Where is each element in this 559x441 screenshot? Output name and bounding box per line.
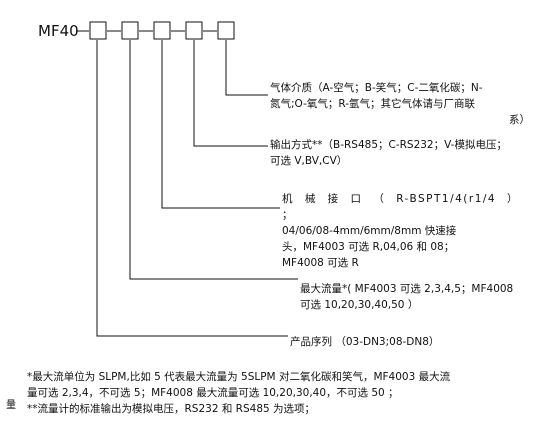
product-series-description: 产品序列 （03-DN3;08-DN8）: [290, 334, 530, 350]
output-line-1: 输出方式**（B-RS485；C-RS232；V-模拟电压；: [270, 139, 507, 151]
leader-line-series: [96, 40, 288, 337]
gas-medium-description: 气体介质（A-空气；B-笑气；C-二氧化碳；N- 氮气;O-氧气；R-氩气；其它…: [270, 80, 530, 128]
code-box-gas: [217, 21, 235, 40]
note-1-line-1: *最大流单位为 SLPM,比如 5 代表最大流量为 5SLPM 对二氧化碳和笑气…: [27, 371, 451, 383]
footnotes: *最大流单位为 SLPM,比如 5 代表最大流量为 5SLPM 对二氧化碳和笑气…: [27, 369, 537, 417]
connector-line-4: MF4008 可选 R: [282, 257, 359, 269]
max-flow-description: 最大流量*( MF4003 可选 2,3,4,5；MF4008 可选 10,20…: [300, 281, 530, 313]
leader-line-gas: [225, 40, 268, 96]
code-box-connector: [153, 21, 171, 40]
leader-line-connector: [161, 40, 280, 209]
leader-line-flow: [129, 40, 298, 280]
gas-line-2: 氮气;O-氧气；R-氩气；其它气体请与厂商联: [270, 98, 476, 110]
mechanical-interface-description: 机 械 接 口 （ R-BSPT1/4(r1/4 ） ； 04/06/08-4m…: [282, 191, 522, 271]
connector-line-3: 头，MF4003 可选 R,04,06 和 08；: [282, 241, 455, 253]
connector-line-2: 04/06/08-4mm/6mm/8mm 快速接: [282, 225, 457, 237]
side-mark: 量: [6, 400, 16, 411]
gas-line-3: 系）: [509, 114, 530, 126]
connector-line-1: 机 械 接 口 （ R-BSPT1/4(r1/4 ） ；: [282, 193, 519, 221]
gas-line-1: 气体介质（A-空气；B-笑气；C-二氧化碳；N-: [270, 82, 483, 94]
output-mode-description: 输出方式**（B-RS485；C-RS232；V-模拟电压； 可选 V,BV,C…: [270, 137, 520, 169]
code-box-series: [89, 21, 107, 40]
model-prefix: MF40: [38, 22, 79, 40]
leader-line-output: [193, 40, 268, 147]
flow-line-2: 可选 10,20,30,40,50 ）: [300, 299, 419, 311]
note-1-line-2: 量可选 2,3,4，不可选 5；MF4008 最大流量可选 10,20,30,4…: [27, 387, 399, 399]
code-box-output: [185, 21, 203, 40]
flow-line-1: 最大流量*( MF4003 可选 2,3,4,5；MF4008: [300, 283, 514, 295]
code-box-flow: [121, 21, 139, 40]
output-line-2: 可选 V,BV,CV）: [270, 155, 348, 167]
note-2: **流量计的标准输出为模拟电压，RS232 和 RS485 为选项；: [27, 403, 316, 415]
series-line-1: 产品序列 （03-DN3;08-DN8）: [290, 336, 440, 348]
